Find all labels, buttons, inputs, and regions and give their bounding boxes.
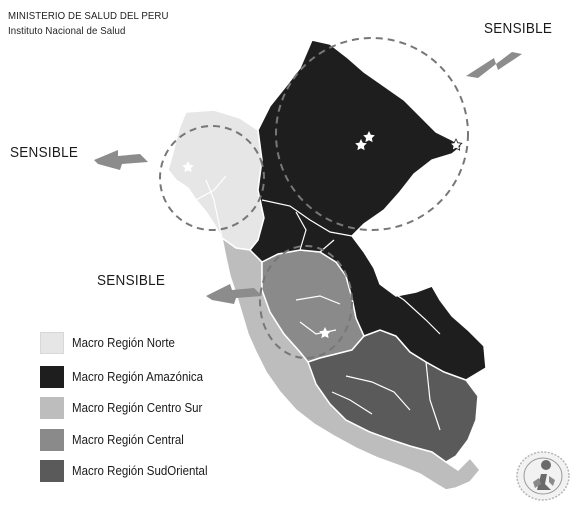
legend-label: Macro Región Amazónica xyxy=(72,370,204,384)
legend-item-sudoriental: Macro Región SudOriental xyxy=(40,460,219,482)
sensible-circle-north xyxy=(159,125,265,231)
star-icon xyxy=(355,139,367,151)
macro-region-norte xyxy=(167,109,265,251)
star-icon xyxy=(449,138,463,151)
legend-swatch xyxy=(40,429,64,451)
header-institute: Instituto Nacional de Salud xyxy=(8,25,126,37)
lightning-bolt-icon xyxy=(94,150,148,170)
callout-sensible-north: SENSIBLE xyxy=(10,144,79,161)
legend-item-amazonica: Macro Región Amazónica xyxy=(40,366,214,388)
header-organization: MINISTERIO DE SALUD DEL PERU xyxy=(8,10,169,22)
star-icon xyxy=(319,327,331,339)
lightning-bolt-icon xyxy=(466,52,522,78)
sensible-zones xyxy=(159,37,469,359)
legend-label: Macro Región Centro Sur xyxy=(72,401,203,415)
stars xyxy=(182,131,463,339)
legend-swatch xyxy=(40,460,64,482)
legend-label: Macro Región SudOriental xyxy=(72,464,208,478)
legend-label: Macro Región Norte xyxy=(72,336,175,350)
sensible-circle-central xyxy=(259,245,353,359)
callout-sensible-central: SENSIBLE xyxy=(97,272,166,289)
star-icon xyxy=(363,131,375,143)
sensible-circle-northeast xyxy=(275,37,469,231)
legend-swatch xyxy=(40,397,64,419)
legend-label: Macro Región Central xyxy=(72,433,184,447)
macro-region-sudoriental xyxy=(307,329,479,463)
legend-swatch xyxy=(40,332,64,354)
institute-seal-logo xyxy=(516,451,570,501)
legend-item-centro-sur: Macro Región Centro Sur xyxy=(40,397,214,419)
callout-sensible-northeast: SENSIBLE xyxy=(484,20,553,37)
department-borders xyxy=(195,175,441,431)
legend-swatch xyxy=(40,366,64,388)
star-icon xyxy=(182,161,194,173)
lightning-bolt-icon xyxy=(206,284,262,304)
legend-item-norte: Macro Región Norte xyxy=(40,332,184,354)
lightning-group xyxy=(94,52,522,304)
legend-item-central: Macro Región Central xyxy=(40,429,194,451)
